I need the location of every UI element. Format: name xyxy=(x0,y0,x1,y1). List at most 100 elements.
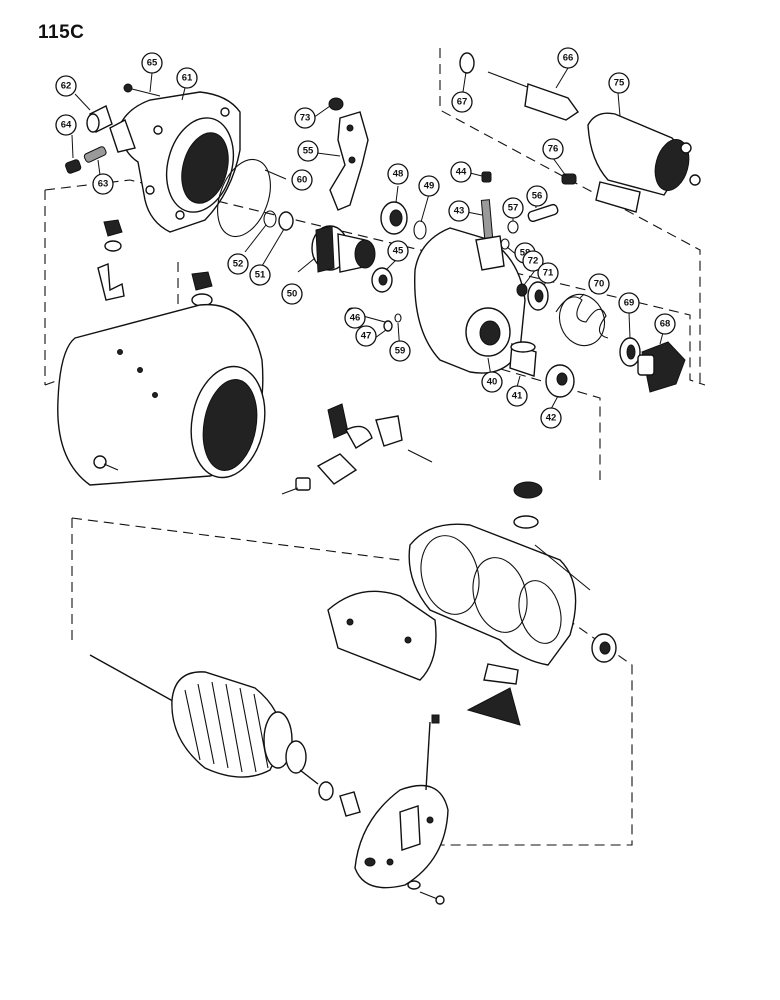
bushing-41 xyxy=(509,341,537,377)
svg-text:47: 47 xyxy=(361,331,372,342)
washer-71 xyxy=(527,281,549,311)
pin-73 xyxy=(328,97,344,111)
washer-57 xyxy=(507,220,519,234)
drive-assembly-50 xyxy=(311,225,376,273)
lower-group-outline xyxy=(71,517,633,846)
callout-75: 75 xyxy=(608,72,630,94)
callout-56: 56 xyxy=(526,185,548,207)
callout-55: 55 xyxy=(297,140,319,162)
nose-housing-61 xyxy=(109,91,241,233)
svg-text:70: 70 xyxy=(594,279,605,290)
bushing-armature xyxy=(339,791,361,817)
callout-45: 45 xyxy=(387,240,409,262)
callout-51: 51 xyxy=(249,264,271,286)
svg-text:48: 48 xyxy=(393,169,404,180)
terminal-68 xyxy=(637,341,686,393)
callout-67: 67 xyxy=(451,91,473,113)
drive-housing-40 xyxy=(414,227,526,374)
frame-screw xyxy=(93,455,119,471)
pin-56 xyxy=(527,203,559,223)
page-title: 115C xyxy=(38,22,85,43)
svg-text:61: 61 xyxy=(182,73,193,84)
washer-armature xyxy=(318,781,334,801)
screw-63 xyxy=(83,146,107,163)
washer-67 xyxy=(459,52,475,74)
svg-text:45: 45 xyxy=(393,246,404,257)
field-coil-assembly xyxy=(408,523,591,666)
washer-47 xyxy=(383,320,393,332)
end-plate-rod xyxy=(425,714,440,791)
svg-text:55: 55 xyxy=(303,146,314,157)
callout-60: 60 xyxy=(291,169,313,191)
svg-text:50: 50 xyxy=(287,289,298,300)
washer-52 xyxy=(263,210,277,228)
nut-72 xyxy=(516,283,528,297)
callout-50: 50 xyxy=(281,283,303,305)
callout-72: 72 xyxy=(522,250,544,272)
svg-text:63: 63 xyxy=(98,179,109,190)
svg-text:40: 40 xyxy=(487,377,498,388)
bearing-42 xyxy=(545,364,575,398)
bushing-62 xyxy=(86,105,113,133)
callout-71: 71 xyxy=(537,262,559,284)
callout-57: 57 xyxy=(502,197,524,219)
callout-64: 64 xyxy=(55,114,77,136)
callout-76: 76 xyxy=(542,138,564,160)
bushing-45 xyxy=(371,267,393,293)
callout-42: 42 xyxy=(540,407,562,429)
svg-text:72: 72 xyxy=(528,256,539,267)
solenoid-75 xyxy=(587,112,701,213)
svg-text:56: 56 xyxy=(532,191,543,202)
callout-61: 61 xyxy=(176,67,198,89)
svg-text:51: 51 xyxy=(255,270,266,281)
svg-text:42: 42 xyxy=(546,413,557,424)
o-ring-60 xyxy=(217,158,271,238)
nut-upper-left xyxy=(103,219,123,252)
callout-48: 48 xyxy=(387,163,409,185)
svg-text:76: 76 xyxy=(548,144,559,155)
field-frame xyxy=(57,303,266,486)
plug-64 xyxy=(65,159,82,174)
callout-40: 40 xyxy=(481,371,503,393)
armature xyxy=(89,654,319,785)
rod-43 xyxy=(480,199,494,239)
bracket-left xyxy=(97,262,125,301)
svg-text:67: 67 xyxy=(457,97,468,108)
svg-text:65: 65 xyxy=(147,58,158,69)
callout-65: 65 xyxy=(141,52,163,74)
screw-65 xyxy=(123,83,161,97)
svg-text:69: 69 xyxy=(624,298,635,309)
svg-text:46: 46 xyxy=(350,313,361,324)
cap-44 xyxy=(481,171,492,183)
seal-69 xyxy=(619,337,641,367)
svg-text:73: 73 xyxy=(300,113,311,124)
callout-63: 63 xyxy=(92,173,114,195)
brush-plate xyxy=(375,415,403,447)
screw-76 xyxy=(561,173,577,185)
bushing-right xyxy=(591,633,617,663)
insulator xyxy=(466,663,521,726)
end-plate xyxy=(354,784,449,889)
spring-70 xyxy=(555,293,609,347)
svg-text:49: 49 xyxy=(424,181,435,192)
plunger-66 xyxy=(487,71,579,121)
callout-43: 43 xyxy=(448,200,470,222)
brush-spring xyxy=(345,425,373,449)
brush-holder xyxy=(327,403,349,439)
svg-text:75: 75 xyxy=(614,78,625,89)
brush-cover-top xyxy=(513,481,543,529)
bearing-48 xyxy=(380,201,408,235)
svg-text:43: 43 xyxy=(454,206,465,217)
brush-rod xyxy=(407,449,433,463)
callout-47: 47 xyxy=(355,325,377,347)
ring-49 xyxy=(413,220,427,240)
callout-66: 66 xyxy=(557,47,579,69)
callout-62: 62 xyxy=(55,75,77,97)
svg-text:44: 44 xyxy=(456,167,467,178)
svg-text:58: 58 xyxy=(520,248,531,259)
callout-46: 46 xyxy=(344,307,366,329)
callout-49: 49 xyxy=(418,175,440,197)
shift-lever-55 xyxy=(329,111,369,211)
end-plate-bolt xyxy=(407,880,445,905)
